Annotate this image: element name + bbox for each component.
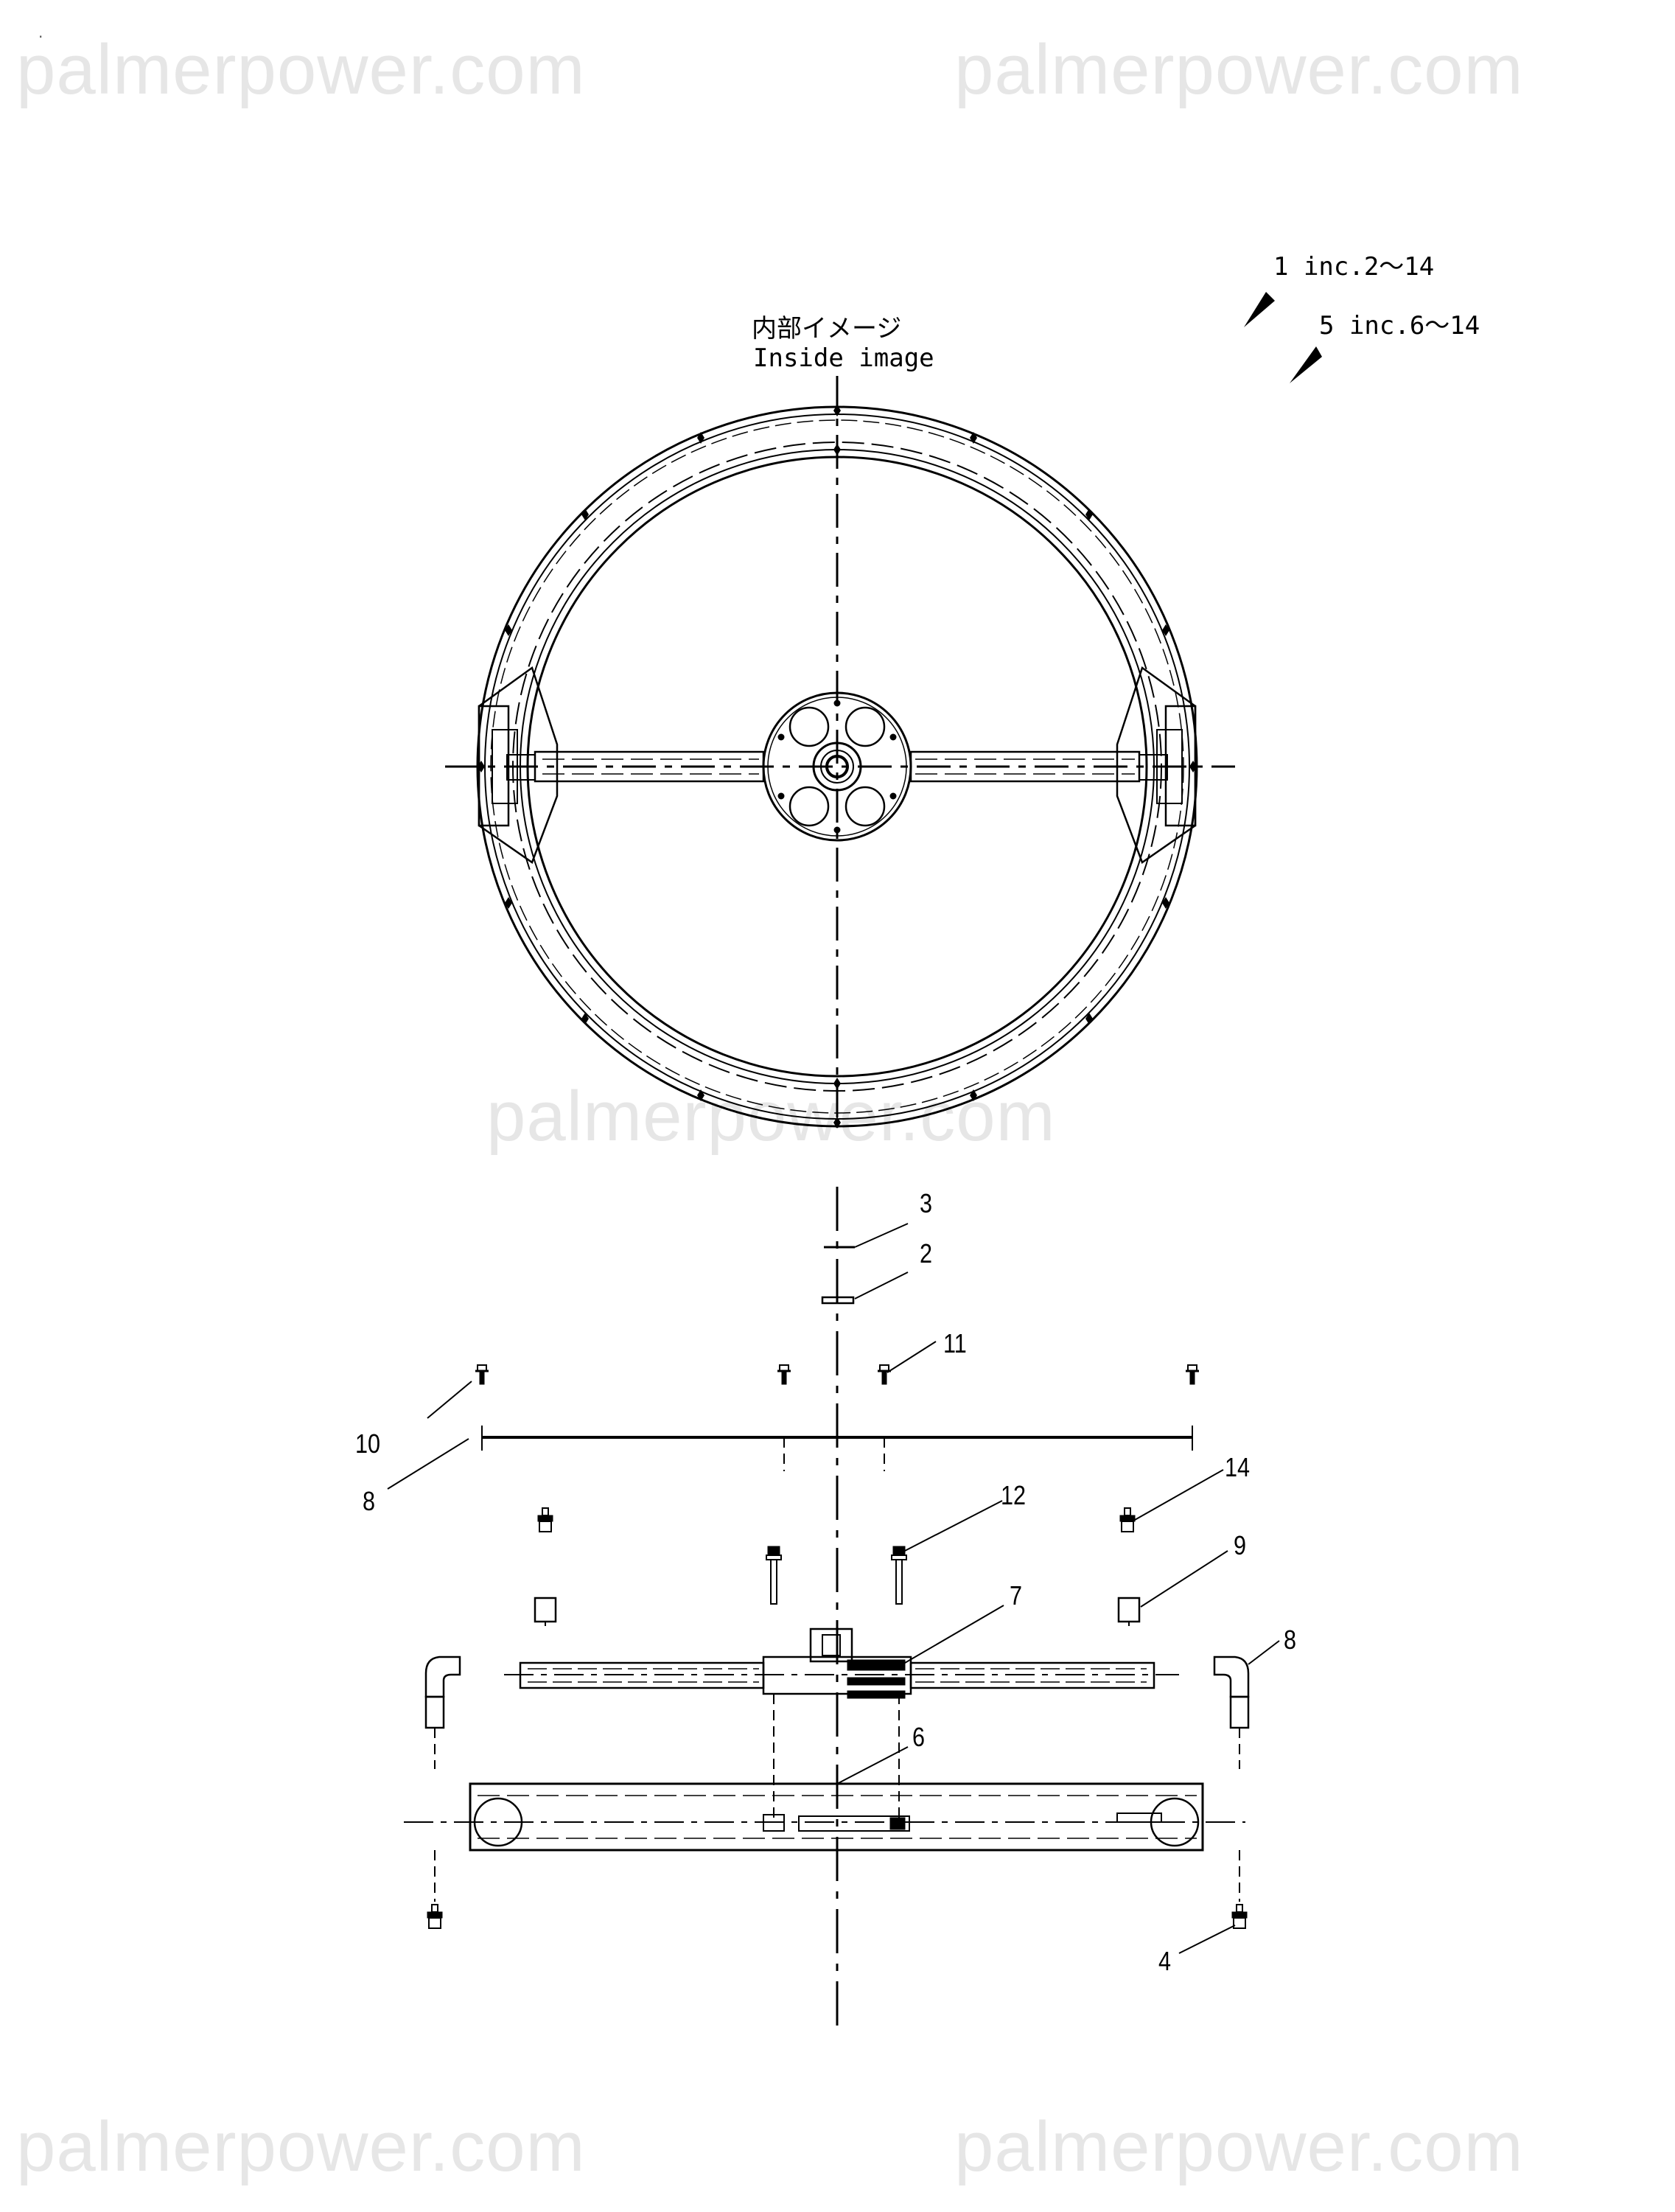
assembly-arrow-1 (1244, 292, 1275, 327)
watermark-bottom-right: palmerpower.com (954, 2107, 1524, 2186)
callout-6: 6 (912, 1722, 926, 1752)
callout-12: 11 (943, 1328, 967, 1358)
watermark-top-left: palmerpower.com (16, 30, 586, 109)
inside-image-title-jp: 内部イメージ (752, 314, 902, 343)
watermark-center: palmerpower.com (486, 1077, 1056, 1156)
callout-9: 8 (363, 1486, 376, 1516)
callout-7: 7 (1010, 1580, 1023, 1611)
assembly-arrow-5 (1290, 346, 1322, 383)
callout-2: 2 (920, 1238, 933, 1269)
watermark-top-right: palmerpower.com (954, 30, 1524, 109)
callout-10: 9 (1234, 1530, 1247, 1560)
callout-8: 8 (1284, 1625, 1297, 1655)
assembly-note-1: 1 inc.2〜14 (1273, 252, 1435, 282)
callout-4: 4 (1158, 1946, 1172, 1976)
watermark-bottom-left: palmerpower.com (16, 2107, 586, 2186)
inside-image-title-en: Inside image (753, 343, 934, 373)
callout-14: 14 (1225, 1452, 1251, 1482)
callout-3: 3 (920, 1188, 933, 1218)
wheel-top-view (445, 376, 1235, 1128)
corner-mark: . (38, 24, 43, 41)
callout-13: 12 (1001, 1480, 1027, 1510)
exploded-view (387, 1187, 1280, 2034)
assembly-note-5: 5 inc.6〜14 (1319, 311, 1480, 341)
callout-11: 10 (355, 1428, 381, 1459)
